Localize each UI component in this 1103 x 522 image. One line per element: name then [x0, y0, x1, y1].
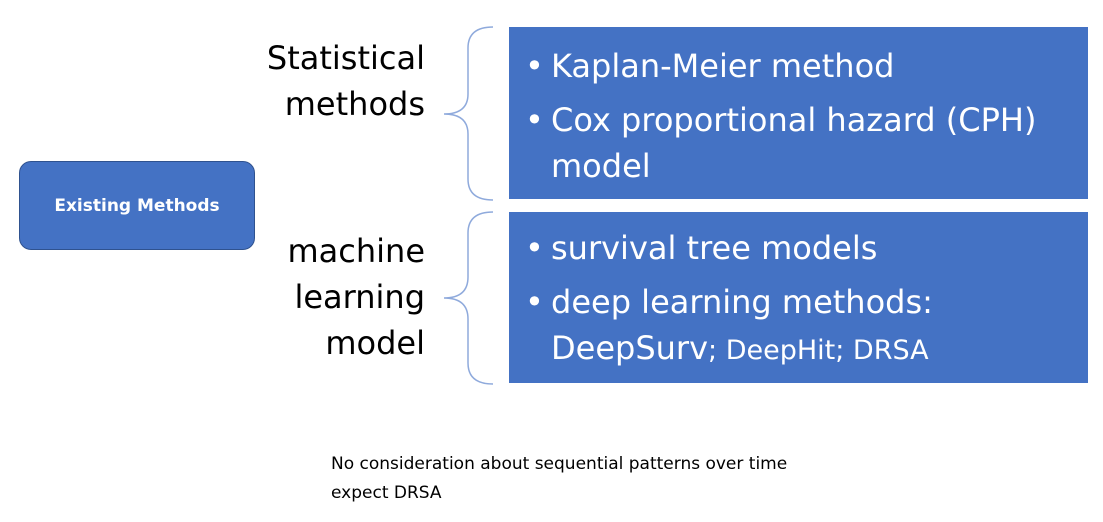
machine-learning-label: machine learning model — [287, 228, 425, 366]
note-text: No consideration about sequential patter… — [331, 450, 787, 508]
deepsurv-text: DeepSurv — [551, 329, 709, 367]
machine-learning-label-line-2: learning — [294, 278, 425, 316]
machine-learning-label-line-3: model — [325, 324, 425, 362]
statistical-methods-label-line-2: methods — [284, 85, 425, 123]
bullet-icon: • — [525, 47, 544, 85]
kaplan-meier-item: Kaplan-Meier method — [551, 47, 895, 85]
survival-tree-item: survival tree models — [551, 229, 878, 267]
statistical-brace-icon — [443, 26, 494, 201]
machine-learning-brace-icon — [443, 211, 494, 385]
bullet-icon: • — [525, 101, 544, 139]
machine-learning-label-line-1: machine — [287, 232, 425, 270]
existing-methods-box: Existing Methods — [19, 161, 255, 250]
statistical-methods-label-line-1: Statistical — [266, 39, 425, 77]
note-line-2: expect DRSA — [331, 483, 442, 503]
list-item: • survival tree models — [509, 225, 1088, 271]
existing-methods-label: Existing Methods — [54, 195, 220, 216]
list-item: • deep learning methods: DeepSurv; DeepH… — [509, 279, 1088, 374]
machine-learning-box: • survival tree models • deep learning m… — [509, 212, 1088, 383]
statistical-methods-label: Statistical methods — [267, 35, 425, 127]
cox-model-item: Cox proportional hazard (CPH) model — [551, 101, 1037, 185]
note-line-1: No consideration about sequential patter… — [331, 454, 788, 474]
bullet-icon: • — [525, 229, 544, 267]
bullet-icon: • — [525, 283, 544, 321]
deep-learning-item: deep learning methods: DeepSurv; DeepHit… — [551, 279, 1088, 374]
deep-learning-heading: deep learning methods: — [551, 283, 933, 321]
list-item: • Kaplan-Meier method — [509, 43, 1088, 89]
list-item: • Cox proportional hazard (CPH) model — [509, 97, 1088, 189]
statistical-methods-box: • Kaplan-Meier method • Cox proportional… — [509, 27, 1088, 199]
deephit-drsa-text: ; DeepHit; DRSA — [708, 335, 929, 366]
